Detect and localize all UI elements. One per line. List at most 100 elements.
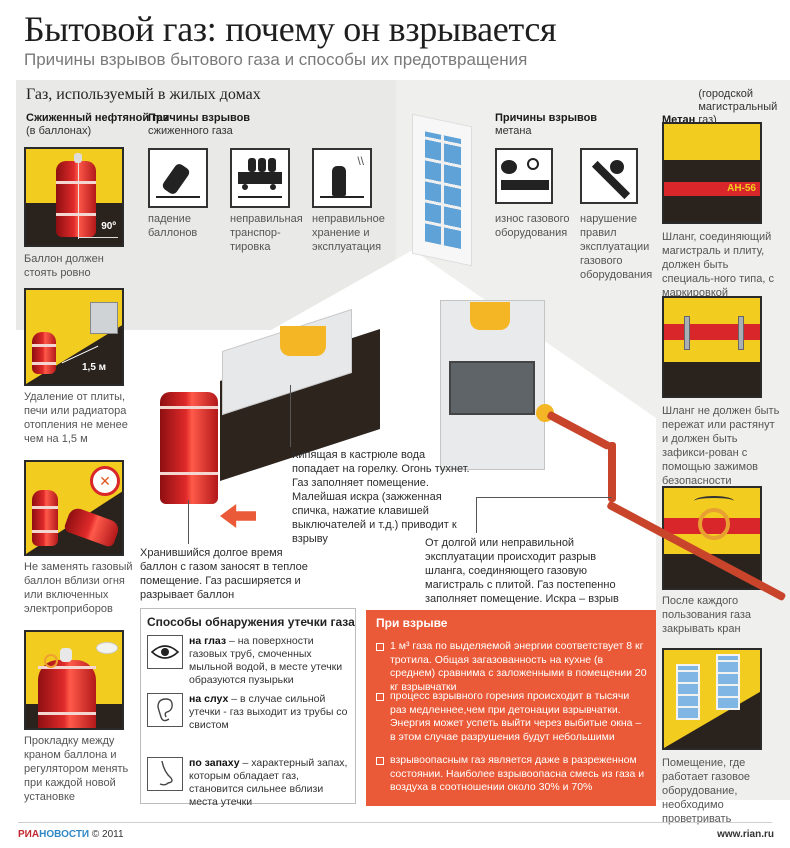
tile-gasket: [24, 630, 124, 730]
tile-hose-marking: АН-56: [662, 122, 762, 224]
methane-causes-heading-sub: метана: [495, 125, 532, 137]
bullet-square-icon: [376, 643, 384, 651]
tile-no-fire: ✕: [24, 460, 124, 556]
clamp-icon: [684, 316, 690, 350]
gasket-icon: [96, 642, 118, 654]
tile-caption: Шланг не должен быть пережат или растяну…: [662, 405, 780, 487]
detection-method: на слух: [189, 693, 229, 705]
gas-cylinder-icon: [38, 660, 96, 728]
cause-caption: неправильная транспор-тировка: [230, 213, 303, 253]
gas-cylinder-icon: [32, 332, 56, 374]
tile-hose-clamps: [662, 296, 762, 398]
callout-boiling-water: Кипящая в кастрюле вода попадает на горе…: [292, 449, 470, 545]
lpg-causes-heading-sub: сжиженного газа: [148, 125, 233, 137]
distance-label: 1,5 м: [82, 362, 107, 373]
stove-icon: [90, 302, 118, 334]
explosion-fact: взрывоопасным газ является даже в разреж…: [376, 754, 648, 795]
detection-text: – на поверхности газовых труб, смоченных…: [189, 635, 343, 686]
wrench-icon: [580, 148, 638, 204]
cause-caption: неправильное хранение и эксплуатация: [312, 213, 385, 253]
hose-icon: [664, 324, 760, 340]
large-gas-cylinder-illustration: [160, 392, 218, 504]
hose-icon: [664, 182, 760, 196]
explosion-fact-text: взрывоопасным газ является даже в разреж…: [390, 754, 645, 793]
no-fire-icon: ✕: [90, 466, 120, 496]
detection-text: – характерный запах, которым обладает га…: [189, 757, 348, 808]
detection-item: по запаху – характерный запах, которым о…: [147, 757, 353, 808]
eye-icon: [147, 635, 183, 669]
copyright: © 2011: [89, 829, 124, 840]
section-title: Газ, используемый в жилых домах: [26, 86, 261, 103]
detection-method: на глаз: [189, 635, 227, 647]
lpg-causes-heading: Причины взрывов сжиженного газа: [148, 112, 250, 138]
callout-leader: [476, 497, 477, 533]
leak-detection-box: Способы обнаружения утечки газа на глаз …: [140, 608, 356, 808]
tile-caption: Помещение, где работает газовое оборудов…: [662, 757, 751, 825]
tile-caption: Баллон должен стоять ровно: [24, 253, 104, 279]
tile-distance-stove: 1,5 м: [24, 288, 124, 386]
explosion-fact-text: 1 м³ газа по выделяемой энергии соответс…: [390, 640, 647, 693]
tile-caption: Не заменять газовый баллон вблизи огня и…: [24, 561, 133, 615]
explosion-fact: 1 м³ газа по выделяемой энергии соответс…: [376, 640, 648, 694]
explosion-facts-box: При взрыве 1 м³ газа по выделяемой энерг…: [366, 610, 656, 806]
brand-ria: РИА: [18, 829, 40, 840]
explosion-fact: процесс взрывного горения происходит в т…: [376, 690, 648, 744]
bullet-square-icon: [376, 693, 384, 701]
explosion-fact-text: процесс взрывного горения происходит в т…: [390, 690, 642, 743]
truck-transport-icon: [230, 148, 290, 208]
cause-caption: падение баллонов: [148, 213, 198, 239]
tile-caption: Прокладку между краном баллона и регулят…: [24, 735, 129, 803]
nose-icon: [147, 757, 183, 791]
pot-icon: [470, 302, 510, 330]
window-illustration: [412, 113, 472, 267]
detection-item: на слух – в случае сильной утечки - газ …: [147, 693, 353, 743]
tile-caption: После каждого пользования газа закрывать…: [662, 595, 752, 635]
falling-cylinder-icon: [148, 148, 208, 208]
callout-leader: [290, 385, 291, 447]
hose-marking-label: АН-56: [727, 183, 756, 194]
bullet-square-icon: [376, 757, 384, 765]
site-link[interactable]: www.rian.ru: [717, 829, 774, 840]
valve-icon: [44, 654, 58, 668]
lpg-heading: Сжиженный нефтяной газ (в баллонах): [26, 112, 168, 138]
worn-equipment-icon: [495, 148, 553, 204]
gas-cylinder-icon: [56, 161, 96, 237]
window-icon: [676, 664, 700, 720]
brand-news: НОВОСТИ: [39, 829, 90, 840]
detection-item: на глаз – на поверхности газовых труб, с…: [147, 635, 353, 691]
page-subtitle: Причины взрывов бытового газа и способы …: [24, 50, 528, 69]
lpg-causes-heading-bold: Причины взрывов: [148, 112, 251, 124]
footer-divider: [18, 822, 772, 823]
lpg-heading-note: (в баллонах): [26, 125, 92, 137]
clamp-icon: [738, 316, 744, 350]
ria-novosti-logo: РИАНОВОСТИ © 2011: [18, 829, 124, 840]
cylinder-heat-icon: \\: [312, 148, 372, 208]
lpg-heading-bold: Сжиженный нефтяной газ: [26, 112, 169, 124]
gas-cylinder-icon: [32, 490, 58, 546]
cause-caption: износ газового оборудования: [495, 213, 570, 239]
methane-heading-note: (городской магистральный газ): [698, 88, 778, 126]
tile-cylinder-upright: 90º: [24, 147, 124, 247]
cause-caption: нарушение правил эксплуатации газового о…: [580, 213, 653, 281]
detection-method: по запаху: [189, 757, 240, 769]
gas-pipe: [608, 442, 616, 502]
pot-icon: [280, 326, 326, 356]
methane-causes-heading: Причины взрывов метана: [495, 112, 597, 138]
methane-causes-heading-bold: Причины взрывов: [495, 112, 598, 124]
callout-warm-cylinder: Хранившийся долгое время баллон с газом …: [140, 547, 308, 601]
valve-wheel-icon: [698, 508, 730, 540]
leak-detection-title: Способы обнаружения утечки газа: [147, 615, 355, 629]
tile-ventilate: [662, 648, 762, 750]
callout-hose-rupture: От долгой или неправильной эксплуатации …: [425, 537, 619, 605]
gas-stove-illustration: [440, 300, 545, 470]
angle-label: 90º: [101, 221, 116, 232]
explosion-title: При взрыве: [376, 616, 448, 630]
callout-leader: [476, 497, 612, 498]
tile-caption: Удаление от плиты, печи или радиатора от…: [24, 391, 128, 445]
callout-leader: [188, 500, 189, 544]
ear-icon: [147, 693, 183, 727]
rotate-arrow-icon: [694, 496, 734, 506]
window-icon: [716, 654, 740, 710]
detection-text: – в случае сильной утечки - газ выходит …: [189, 693, 348, 731]
page-title: Бытовой газ: почему он взрывается: [24, 9, 557, 49]
